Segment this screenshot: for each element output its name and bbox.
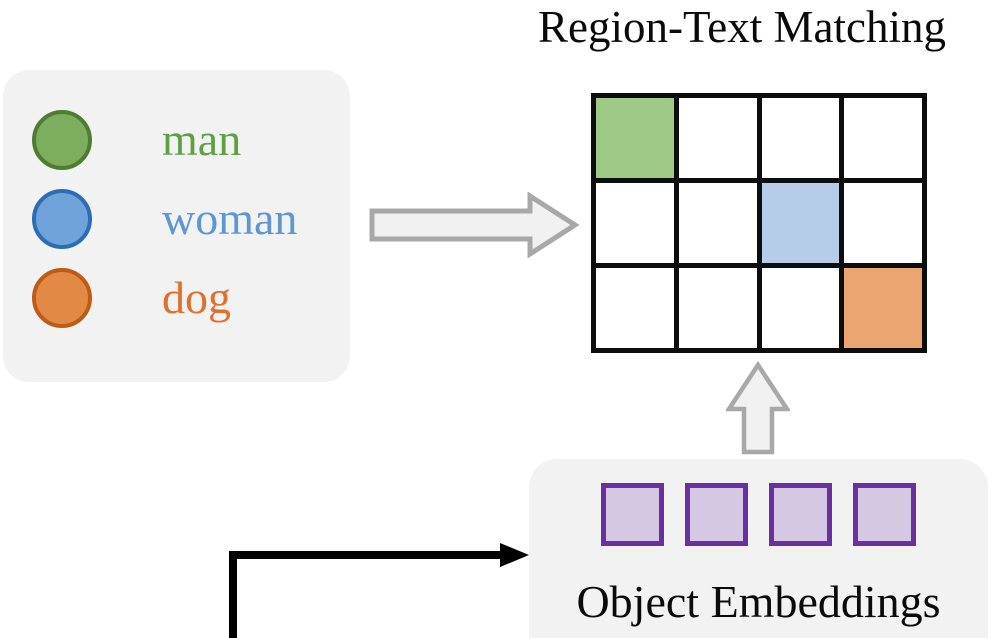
matrix-cell-r0-c0 bbox=[596, 98, 674, 178]
legend-label-woman: woman bbox=[162, 193, 298, 244]
matrix-cell-r2-c1 bbox=[678, 268, 757, 348]
legend-item-dog: dog bbox=[32, 268, 350, 328]
man-circle-icon bbox=[32, 110, 92, 170]
text-prompts-panel: man woman dog bbox=[3, 70, 350, 382]
legend-label-man: man bbox=[162, 114, 242, 165]
matrix-cell-r2-c2 bbox=[761, 268, 840, 348]
object-embeddings-panel: Object Embeddings bbox=[529, 459, 988, 638]
matrix-cell-r1-c3 bbox=[844, 183, 922, 263]
legend-rows: man woman dog bbox=[32, 110, 350, 328]
flow-arrow-horizontal-segment bbox=[229, 551, 502, 559]
matrix-cell-r1-c1 bbox=[678, 183, 757, 263]
matrix-cell-r2-c3 bbox=[844, 268, 922, 348]
object-embedding-square-1 bbox=[601, 483, 664, 546]
legend-item-man: man bbox=[32, 110, 350, 170]
dog-circle-icon bbox=[32, 268, 92, 328]
flow-arrowhead-icon bbox=[500, 543, 529, 567]
object-embedding-square-3 bbox=[769, 483, 832, 546]
object-embedding-square-4 bbox=[853, 483, 916, 546]
embeddings-to-matrix-arrow-icon bbox=[726, 361, 790, 455]
embedding-squares-row bbox=[529, 483, 988, 546]
matrix-cell-r0-c3 bbox=[844, 98, 922, 178]
matrix-cell-r0-c1 bbox=[678, 98, 757, 178]
legend-to-matrix-arrow-icon bbox=[369, 192, 580, 258]
object-embeddings-label: Object Embeddings bbox=[576, 576, 941, 627]
legend-label-dog: dog bbox=[162, 272, 231, 323]
legend-item-woman: woman bbox=[32, 189, 350, 249]
region-text-matrix bbox=[591, 93, 927, 353]
matrix-cell-r2-c0 bbox=[596, 268, 674, 348]
matrix-cell-r1-c0 bbox=[596, 183, 674, 263]
object-embedding-square-2 bbox=[685, 483, 748, 546]
flow-arrow-vertical-segment bbox=[229, 551, 237, 638]
matrix-cell-r0-c2 bbox=[761, 98, 840, 178]
matrix-cell-r1-c2 bbox=[761, 183, 840, 263]
diagram-title: Region-Text Matching bbox=[537, 2, 946, 52]
woman-circle-icon bbox=[32, 189, 92, 249]
